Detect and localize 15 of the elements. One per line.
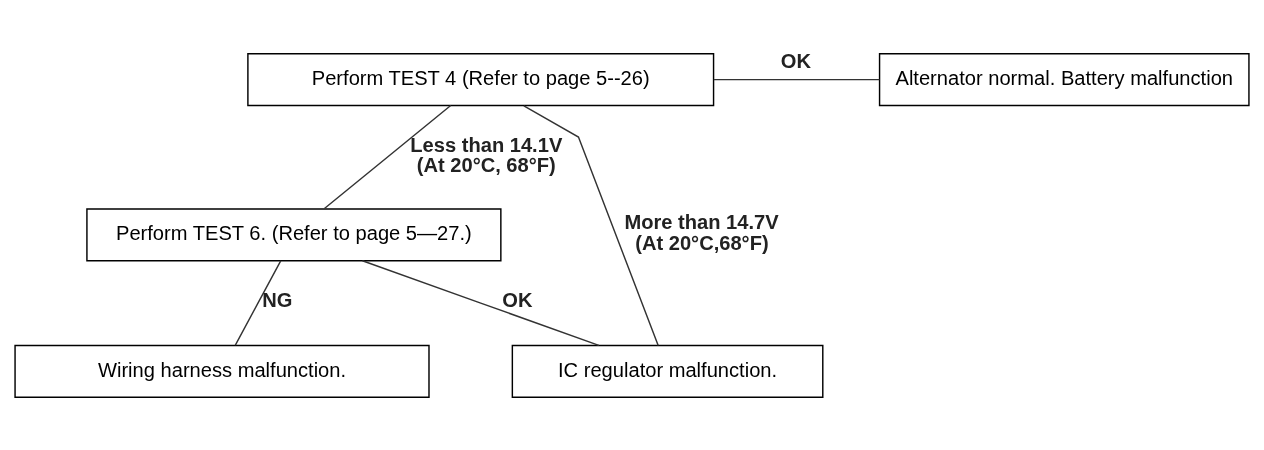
connector <box>234 259 282 346</box>
edge-label: OK <box>502 288 533 311</box>
node-box: Wiring harness malfunction. <box>14 344 430 398</box>
connector <box>523 104 659 346</box>
connector <box>323 104 452 209</box>
node-box: Perform TEST 6. (Refer to page 5—27.) <box>86 207 502 261</box>
node-box: IC regulator malfunction. <box>511 344 824 398</box>
edge-label: Less than 14.1V (At 20°C, 68°F) <box>410 133 563 176</box>
edge-label: More than 14.7V (At 20°C,68°F) <box>624 210 779 253</box>
edge-label: NG <box>262 288 293 311</box>
connector <box>713 78 881 80</box>
node-box: Perform TEST 4 (Refer to page 5--26) <box>247 52 715 106</box>
connector <box>361 259 600 346</box>
edge-label: OK <box>780 49 811 72</box>
node-box: Alternator normal. Battery malfunction <box>878 52 1250 106</box>
